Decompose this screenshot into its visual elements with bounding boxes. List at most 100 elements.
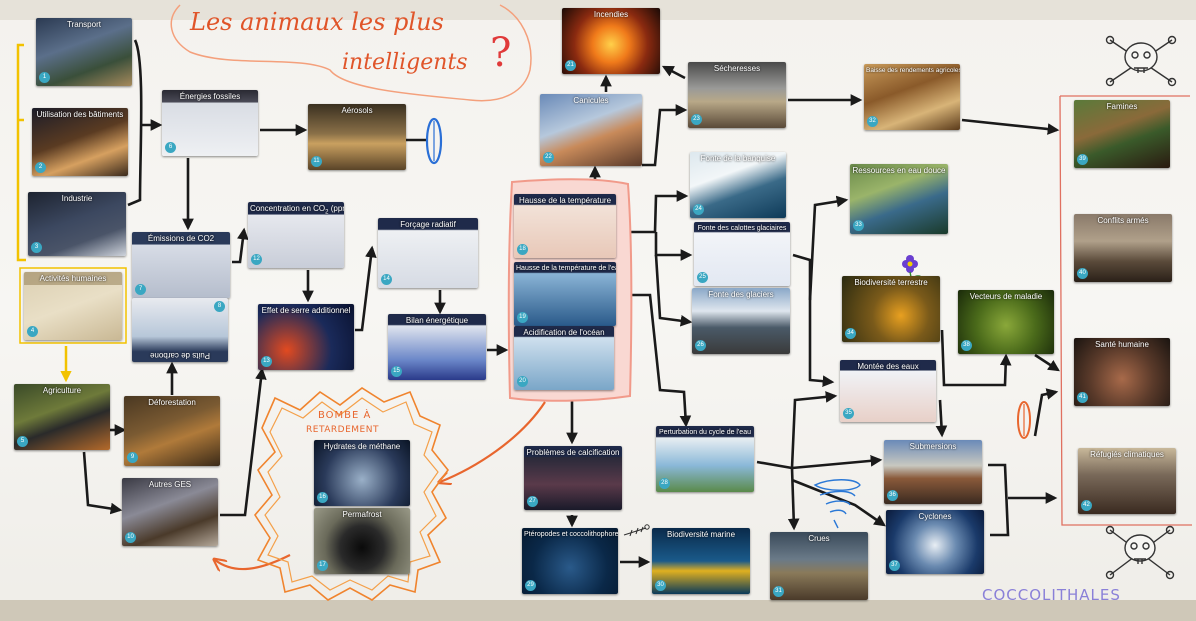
card-number: 30 xyxy=(655,580,666,591)
card-calottes: Fonte des calottes glaciaires 25 xyxy=(694,222,790,286)
card-number: 3 xyxy=(31,242,42,253)
card-number: 1 xyxy=(39,72,50,83)
card-title: Aérosols xyxy=(341,106,373,115)
card-title: Hausse de la température xyxy=(518,196,612,205)
card-number: 14 xyxy=(381,274,392,285)
arrow-hausse-to-glaciers xyxy=(654,254,693,327)
card-title: Hausse de la température de l'eau xyxy=(516,265,616,272)
card-bio-marine: Biodiversité marine 30 xyxy=(652,528,750,594)
card-title: Incendies xyxy=(593,10,629,19)
card-industrie: Industrie 3 xyxy=(28,192,126,256)
arrow-emissions-to-concentration xyxy=(232,227,249,264)
arrow-rendements-to-famines xyxy=(961,118,1060,135)
arrow-montee-to-submersions xyxy=(935,399,948,438)
card-pteropodes: Ptéropodes et coccolithophores 29 xyxy=(522,528,618,594)
card-secheresses: Sécheresses 23 xyxy=(688,62,786,128)
card-title: Santé humaine xyxy=(1095,340,1149,349)
card-title: Canicules xyxy=(573,96,609,105)
card-number: 36 xyxy=(887,490,898,501)
card-title: Permafrost xyxy=(342,510,382,519)
arrow-to-bomb xyxy=(440,401,546,482)
poster-title-question: ? xyxy=(490,30,512,76)
bracket-sources xyxy=(127,39,143,207)
arrow-autres-to-serre xyxy=(220,367,267,517)
wall-bottom xyxy=(0,600,1196,621)
card-title: Baisse des rendements agricoles xyxy=(866,67,960,74)
card-number: 42 xyxy=(1081,500,1092,511)
card-title: Cyclones xyxy=(918,512,952,521)
card-title: Puits de carbone xyxy=(149,351,211,360)
card-transport: Transport 1 xyxy=(36,18,132,86)
arrow-cycle-to-submersions xyxy=(791,455,883,470)
card-crues: Crues 31 xyxy=(770,532,868,600)
bomb-starburst xyxy=(254,387,450,601)
skull-doodle-top xyxy=(1105,35,1177,87)
bomb-label-line1: BOMBE À xyxy=(318,410,372,421)
card-conflits: Conflits armés 40 xyxy=(1074,214,1172,282)
card-eau-douce: Ressources en eau douce 33 xyxy=(850,164,948,234)
arrow-hausse-to-banquise xyxy=(630,190,689,234)
card-title: Agriculture xyxy=(42,386,82,395)
card-serre: Effet de serre additionnel 13 xyxy=(258,304,354,370)
card-aerosols: Aérosols 11 xyxy=(308,104,406,170)
bracket-sub-cyclones xyxy=(988,463,1010,537)
card-title: Émissions de CO2 xyxy=(147,234,215,243)
card-number: 32 xyxy=(867,116,878,127)
card-number: 6 xyxy=(165,142,176,153)
fishbone-head xyxy=(644,524,650,530)
card-emissions: Émissions de CO2 7 xyxy=(132,232,230,298)
card-number: 26 xyxy=(695,340,706,351)
arrow-cycle-split xyxy=(756,391,838,470)
card-rendements: Baisse des rendements agricoles 32 xyxy=(864,64,960,130)
card-number: 17 xyxy=(317,560,328,571)
arrow-hausse-to-calottes xyxy=(654,232,693,261)
arrow-cycle-to-crues xyxy=(787,467,800,531)
card-activites: Activités humaines 4 xyxy=(24,272,122,340)
card-number: 15 xyxy=(391,366,402,377)
card-number: 11 xyxy=(311,156,322,167)
card-number: 28 xyxy=(659,478,670,489)
card-title: Concentration en CO2 (ppm) xyxy=(248,202,344,219)
card-title: Transport xyxy=(67,20,101,29)
card-energies: Énergies fossiles 6 xyxy=(162,90,258,156)
card-number: 13 xyxy=(261,356,272,367)
arrow-to-eau-douce xyxy=(808,195,849,301)
card-permafrost: Permafrost 17 xyxy=(314,508,410,574)
card-bilan: Bilan énergétique 15 xyxy=(388,314,486,380)
arrow-vecteurs-to-sante xyxy=(1034,353,1060,372)
card-number: 21 xyxy=(565,60,576,71)
concentration-sub: 2 xyxy=(325,209,329,216)
card-title: Acidification de l'océan xyxy=(523,328,605,337)
card-number: 2 xyxy=(35,162,46,173)
poster-title-line1: Les animaux les plus xyxy=(190,8,444,36)
card-title: Fonte de la banquise xyxy=(700,154,776,163)
card-title: Bilan énergétique xyxy=(405,316,469,325)
card-banquise: Fonte de la banquise 24 xyxy=(690,152,786,218)
card-hausse-eau: Hausse de la température de l'eau 19 xyxy=(514,262,616,326)
card-batiments: Utilisation des bâtiments 2 xyxy=(32,108,128,176)
skull-doodle-bottom xyxy=(1105,525,1175,580)
signature: COCCOLITHALES xyxy=(982,586,1121,604)
orange-oval xyxy=(1017,401,1031,439)
card-number: 8 xyxy=(214,301,225,312)
card-number: 39 xyxy=(1077,154,1088,165)
card-number: 41 xyxy=(1077,392,1088,403)
card-puits: Puits de carbone 8 xyxy=(132,298,228,362)
card-title: Sécheresses xyxy=(713,64,761,73)
card-number: 20 xyxy=(517,376,528,387)
card-number: 19 xyxy=(517,312,528,323)
card-title: Fonte des calottes glaciaires xyxy=(697,225,787,232)
card-title: Industrie xyxy=(61,194,93,203)
card-canicules: Canicules 22 xyxy=(540,94,642,166)
card-famines: Famines 39 xyxy=(1074,100,1170,168)
card-bio-terrestre: Biodiversité terrestre 34 xyxy=(842,276,940,342)
flower-doodle xyxy=(902,255,925,283)
card-title: Énergies fossiles xyxy=(179,92,241,101)
card-number: 22 xyxy=(543,152,554,163)
card-acidification: Acidification de l'océan 20 xyxy=(514,326,614,390)
card-number: 38 xyxy=(961,340,972,351)
card-title: Perturbation du cycle de l'eau xyxy=(658,429,751,436)
card-number: 23 xyxy=(691,114,702,125)
card-title: Biodiversité marine xyxy=(666,530,736,539)
card-number: 34 xyxy=(845,328,856,339)
